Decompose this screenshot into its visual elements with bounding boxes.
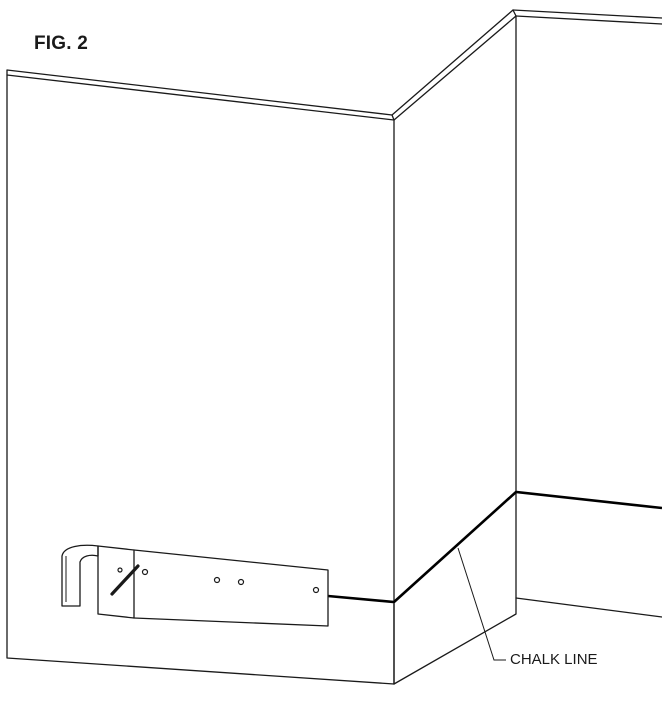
bracket-pin (110, 564, 140, 596)
bracket-hole (213, 576, 221, 584)
bracket-hole (117, 567, 123, 573)
right-wall-panel (515, 15, 662, 25)
chalk-line (327, 490, 662, 604)
figure-title: FIG. 2 (34, 33, 88, 54)
bracket-plate (133, 549, 329, 627)
bracket-hole (141, 568, 149, 576)
bracket-flange (97, 545, 135, 619)
right-wall-bottom-edge (515, 597, 662, 618)
corner-top-edge (391, 9, 517, 116)
callout-leader (457, 547, 506, 661)
chalk-line-label: CHALK LINE (510, 651, 598, 668)
bracket-hole (312, 586, 320, 594)
left-wall-panel (6, 74, 395, 685)
corner-side-face (393, 15, 517, 685)
left-wall-top-edge (6, 69, 395, 121)
bracket-hook (61, 544, 99, 607)
right-wall-top-edge (512, 9, 662, 19)
bracket-hole (237, 578, 245, 586)
bracket (61, 544, 329, 627)
